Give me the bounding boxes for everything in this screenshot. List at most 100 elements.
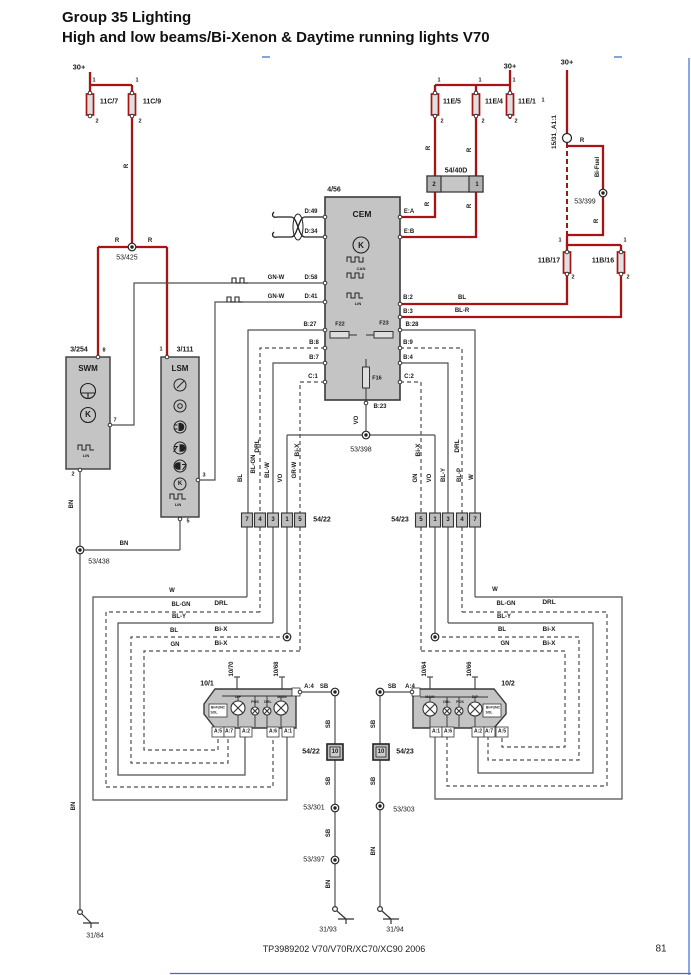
bulb-label: MAIN	[425, 695, 435, 700]
red-power-wires	[88, 70, 623, 357]
fuse-11b16	[616, 251, 626, 274]
fuse-f23	[373, 331, 394, 339]
power-30-label: 30+	[503, 61, 517, 71]
wire-label: 4	[460, 517, 464, 523]
fuse-11b17-label: 11B/17	[537, 257, 561, 265]
wire-label: BN	[326, 879, 332, 889]
wire-label: 2	[514, 118, 518, 125]
wire-label: VO	[354, 415, 360, 425]
wire-label: A:5	[497, 728, 507, 735]
cem-internal-fuses	[329, 331, 394, 403]
ground-31-84-icon	[76, 908, 99, 928]
wire-label: BL-GN	[496, 601, 516, 607]
wire-label: 10/64	[422, 661, 428, 677]
splice-53-303-label: 53/303	[393, 806, 415, 814]
connector-15-31-label: 15/31_A1:1	[550, 115, 558, 149]
wire-label: 7	[113, 417, 117, 424]
wire-label: A:4	[405, 684, 415, 690]
k-diagnostic-icon: K	[358, 241, 364, 250]
gray-dashed-wires	[105, 347, 608, 788]
wire-label: DRL	[253, 439, 261, 453]
wire-label: B:28	[405, 322, 419, 328]
lsm-id-label: 3/111	[176, 346, 194, 354]
wire-label: BN	[119, 541, 129, 547]
splice-53-438-label: 53/438	[88, 558, 110, 566]
fuse-f16-label: F16	[372, 375, 382, 382]
can-bus-icon: CAN	[356, 266, 366, 271]
wire-label: B:4	[403, 355, 413, 361]
wire-label: Bi-Fuel	[595, 156, 601, 178]
wire-label: SB	[387, 684, 397, 690]
wire-label: 2	[95, 118, 99, 125]
wire-label: GN	[413, 473, 419, 483]
lamp-internal-wires	[420, 696, 488, 727]
wire-label: R	[467, 203, 473, 209]
wire-label: 2	[571, 274, 575, 281]
fuse-11e4-label: 11E/4	[485, 98, 503, 106]
wire-label: 1	[623, 237, 627, 244]
wire-label: BN	[69, 499, 75, 509]
lin-icon	[346, 292, 363, 299]
wire-label: R	[147, 238, 153, 244]
wire-label: GN	[170, 642, 180, 648]
wire-label: 4	[258, 517, 262, 523]
splice-junctions	[75, 132, 608, 865]
wire-label: BL	[458, 295, 466, 301]
wire-label: B:23	[373, 404, 387, 410]
bifunc-solenoid-box	[208, 703, 228, 718]
wire-label: 1	[558, 237, 562, 244]
lin-icon	[77, 444, 94, 451]
wire-label: SB	[371, 776, 377, 786]
wire-label: 7	[473, 517, 477, 523]
pulse-signal-icon	[226, 277, 248, 303]
wire-label: BL-GN	[251, 454, 257, 474]
wire-label: E:A	[403, 209, 415, 215]
fuse-11e1-label: 11E/1	[518, 98, 536, 106]
gray-signal-wires	[79, 282, 623, 910]
relay-54-40d	[426, 175, 484, 193]
swm-label: SWM	[78, 364, 98, 373]
bulb-label: POS	[456, 700, 464, 705]
bulb-label: POS	[251, 700, 259, 705]
wire-label: R	[124, 163, 130, 169]
wire-label: DRL	[214, 599, 228, 607]
wire-label: 2	[481, 118, 485, 125]
k-diagnostic-icon	[352, 236, 370, 254]
fuse-11b17	[562, 251, 572, 274]
wire-label: SB	[319, 684, 329, 690]
k-diagnostic-icon: K	[85, 410, 91, 419]
power-30-label: 30+	[560, 57, 574, 67]
wire-label: BL	[170, 628, 178, 634]
lsm-module-box	[160, 356, 200, 518]
cem-label: CEM	[352, 208, 372, 219]
fuse-f22	[329, 331, 350, 339]
footer-document-number: TP3989202 V70/V70R/XC70/XC90 2006	[262, 944, 426, 954]
wire-label: 5	[419, 517, 423, 523]
fuse-f23-label: F23	[379, 320, 389, 327]
wire-label: 2	[440, 118, 444, 125]
wire-label: E:B	[403, 229, 415, 235]
wire-label: B:7	[309, 355, 319, 361]
power-30-label: 30+	[72, 62, 86, 72]
wire-label: R	[467, 147, 473, 153]
bifunc-solenoid-label: BI-FUNC	[211, 705, 225, 710]
wire-label: 3	[202, 472, 206, 479]
wire-label: Bi-X	[214, 639, 228, 647]
splice-53-425-label: 53/425	[116, 254, 138, 262]
wire-label: B:3	[403, 309, 413, 315]
wire-label: BL-W	[265, 462, 271, 478]
wire-label: 1	[285, 517, 289, 523]
page-edge-lines	[170, 56, 691, 975]
lin-icon	[169, 493, 186, 500]
wire-label: BL-Y	[441, 468, 447, 482]
right-headlamp-label: 10/2	[501, 680, 515, 688]
bulb-label: DRL	[264, 700, 272, 705]
wire-label: R	[426, 145, 432, 151]
wire-label: 1	[433, 517, 437, 523]
connector-54-23-pin10	[372, 743, 390, 761]
bulb-label: MAIN	[277, 695, 287, 700]
wire-label: C:2	[404, 374, 414, 380]
lin-bus-icon: LIN	[354, 301, 362, 306]
wire-label: C:1	[308, 374, 318, 380]
connector-54-23-inline-label: 54/23	[396, 748, 414, 756]
